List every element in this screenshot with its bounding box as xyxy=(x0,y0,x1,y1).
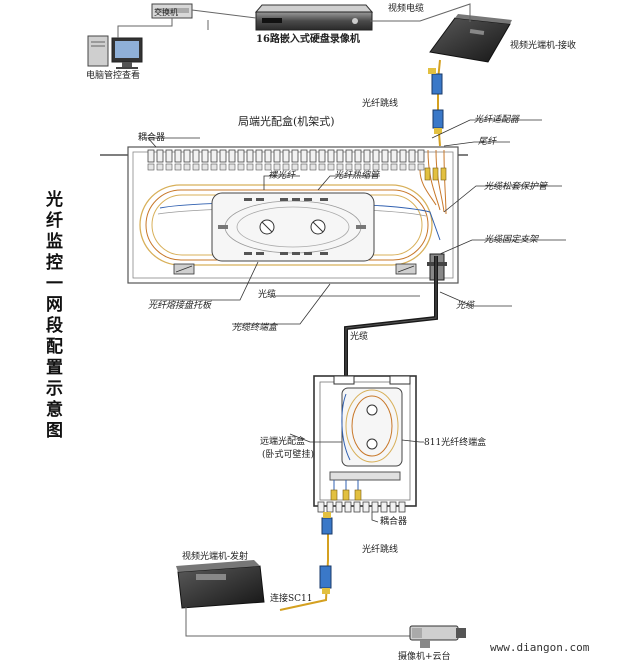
computer-device xyxy=(87,35,143,69)
remote-box-sublabel: (卧式可壁挂) xyxy=(262,450,315,460)
cable-fix-label: 光缆固定支架 xyxy=(484,235,539,245)
terminal-box-811-label: 811光纤终端盒 xyxy=(424,438,487,448)
splice-tray-label: 光纤熔接盘托板 xyxy=(148,301,212,311)
transmitter-label: 视频光端机-发射 xyxy=(182,552,249,562)
receiver-label: 视频光端机-接收 xyxy=(510,41,577,51)
connect-sc-label: 连接SC11 xyxy=(270,594,313,604)
transmitter-links xyxy=(185,607,439,637)
remote-box xyxy=(313,375,417,507)
bare-fiber-label: 裸光纤 xyxy=(268,171,296,181)
heat-shrink-label: 光纤热缩管 xyxy=(334,171,380,181)
switch-label: 交换机 xyxy=(154,8,178,17)
diagram-title-vertical: 光纤监控一网段配置示意图 xyxy=(46,190,63,441)
central-box-label: 局端光配盒(机架式) xyxy=(238,115,335,128)
remote-box-label: 远端光配盒 xyxy=(260,437,306,447)
cable-lower-label: 光缆 xyxy=(350,332,369,342)
leader-lines-remote xyxy=(289,433,424,523)
remote-pigtail-connectors xyxy=(330,489,362,501)
coupler-top-label: 耦合器 xyxy=(138,133,166,143)
patch-cord-top-label: 光纤跳线 xyxy=(362,99,399,109)
dvr-label: 16路嵌入式硬盘录像机 xyxy=(256,34,360,45)
pigtail-label: 尾纤 xyxy=(478,137,497,147)
camera-device xyxy=(409,625,466,648)
splice-tray xyxy=(211,192,375,262)
video-cable-label: 视频电缆 xyxy=(388,4,425,14)
receiver-device xyxy=(429,14,512,63)
camera-label: 摄像机+云台 xyxy=(398,652,451,662)
coupler-row xyxy=(147,149,425,163)
main-fiber-cable xyxy=(344,256,438,380)
network-links xyxy=(117,3,471,38)
cable-mid-label: 光缆 xyxy=(258,290,277,300)
patch-cord-top xyxy=(428,59,444,147)
pigtail-connectors xyxy=(424,167,447,181)
switch-device xyxy=(151,3,193,19)
coupler-row-lower xyxy=(147,163,425,171)
leader-lines-top xyxy=(147,119,566,325)
watermark: www.diangon.com xyxy=(490,641,590,654)
pigtails xyxy=(419,149,447,215)
cable-tube-label: 光缆松套保护管 xyxy=(484,182,548,192)
coupler-bottom-label: 耦合器 xyxy=(380,517,408,527)
patch-cord-bottom-label: 光纤跳线 xyxy=(362,545,399,555)
cable-terminal-label: 光缆终端盒 xyxy=(232,323,278,333)
dvr-device xyxy=(254,4,374,31)
computer-label: 电脑管控查看 xyxy=(86,71,141,81)
cable-right-label: 光缆 xyxy=(456,301,475,311)
remote-couplers xyxy=(317,501,406,513)
box-fixtures xyxy=(173,263,417,275)
patch-cord-bottom xyxy=(279,512,333,611)
pigtail-adapter-label: 光纤适配器 xyxy=(474,115,520,125)
transmitter-device xyxy=(176,560,265,609)
